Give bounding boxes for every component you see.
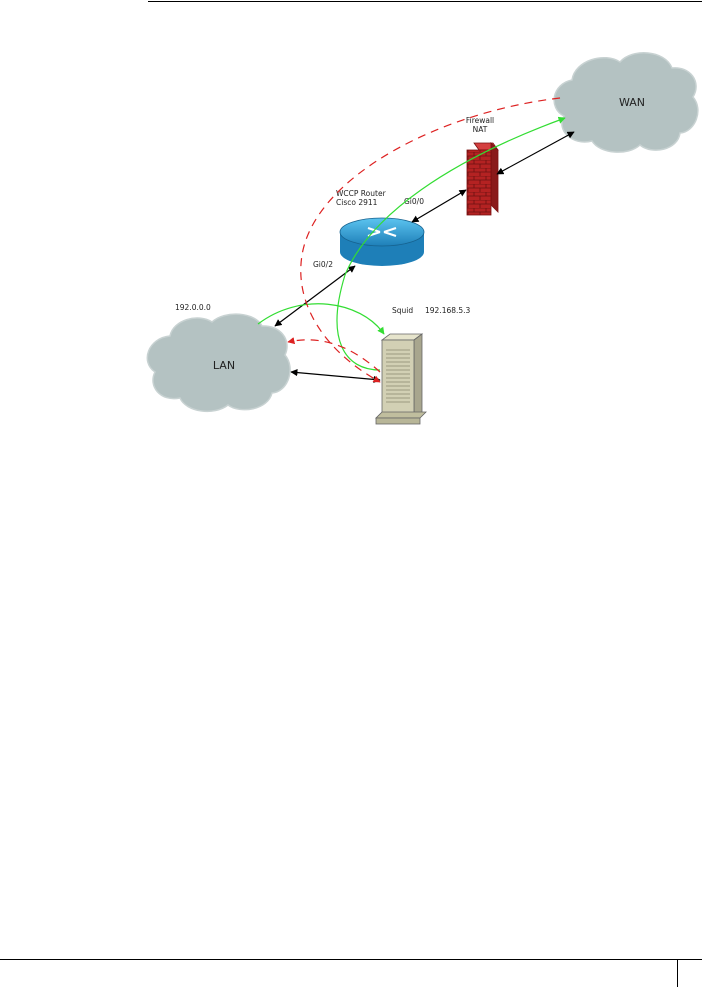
cloud-icon [146,313,291,413]
link-router-firewall [411,189,467,223]
wan-cloud: WAN [553,52,699,153]
lan-subnet-label: 192.0.0.0 [175,303,211,312]
firewall: Firewall NAT [466,116,499,216]
wan-label: WAN [619,96,645,109]
server-icon [375,333,427,425]
page-number-box [677,959,702,987]
interface-gi0-2-label: Gi0/2 [313,260,333,269]
interface-gi0-0-label: Gi0/0 [404,197,424,206]
squid-server: Squid 192.168.5.3 [375,306,471,425]
squid-label: Squid [392,306,413,315]
lan-label: LAN [213,359,235,372]
router-icon [339,217,425,266]
router-model-label: Cisco 2911 [336,198,378,207]
red-path-squid-to-lan [287,337,381,373]
firewall-icon [466,142,499,216]
green-path-squid-to-wan [336,116,566,371]
lan-cloud: LAN [146,313,291,413]
cloud-icon [553,52,699,153]
firewall-label: Firewall [466,116,494,125]
firewall-nat-label: NAT [473,125,488,134]
squid-ip-label: 192.168.5.3 [425,306,471,315]
router-label: WCCP Router [336,189,387,198]
link-lan-router [274,265,356,327]
link-firewall-wan [496,131,575,175]
red-path-wan-to-squid [300,97,561,383]
page-footer-rule [0,959,702,960]
page-header-rule [148,1,702,2]
green-path-lan-to-squid [257,303,385,335]
router: WCCP Router Cisco 2911 [336,189,425,266]
link-lan-squid [290,368,381,384]
network-diagram: WAN LAN Firewall NAT WCCP Router Cisco 2… [146,52,699,425]
